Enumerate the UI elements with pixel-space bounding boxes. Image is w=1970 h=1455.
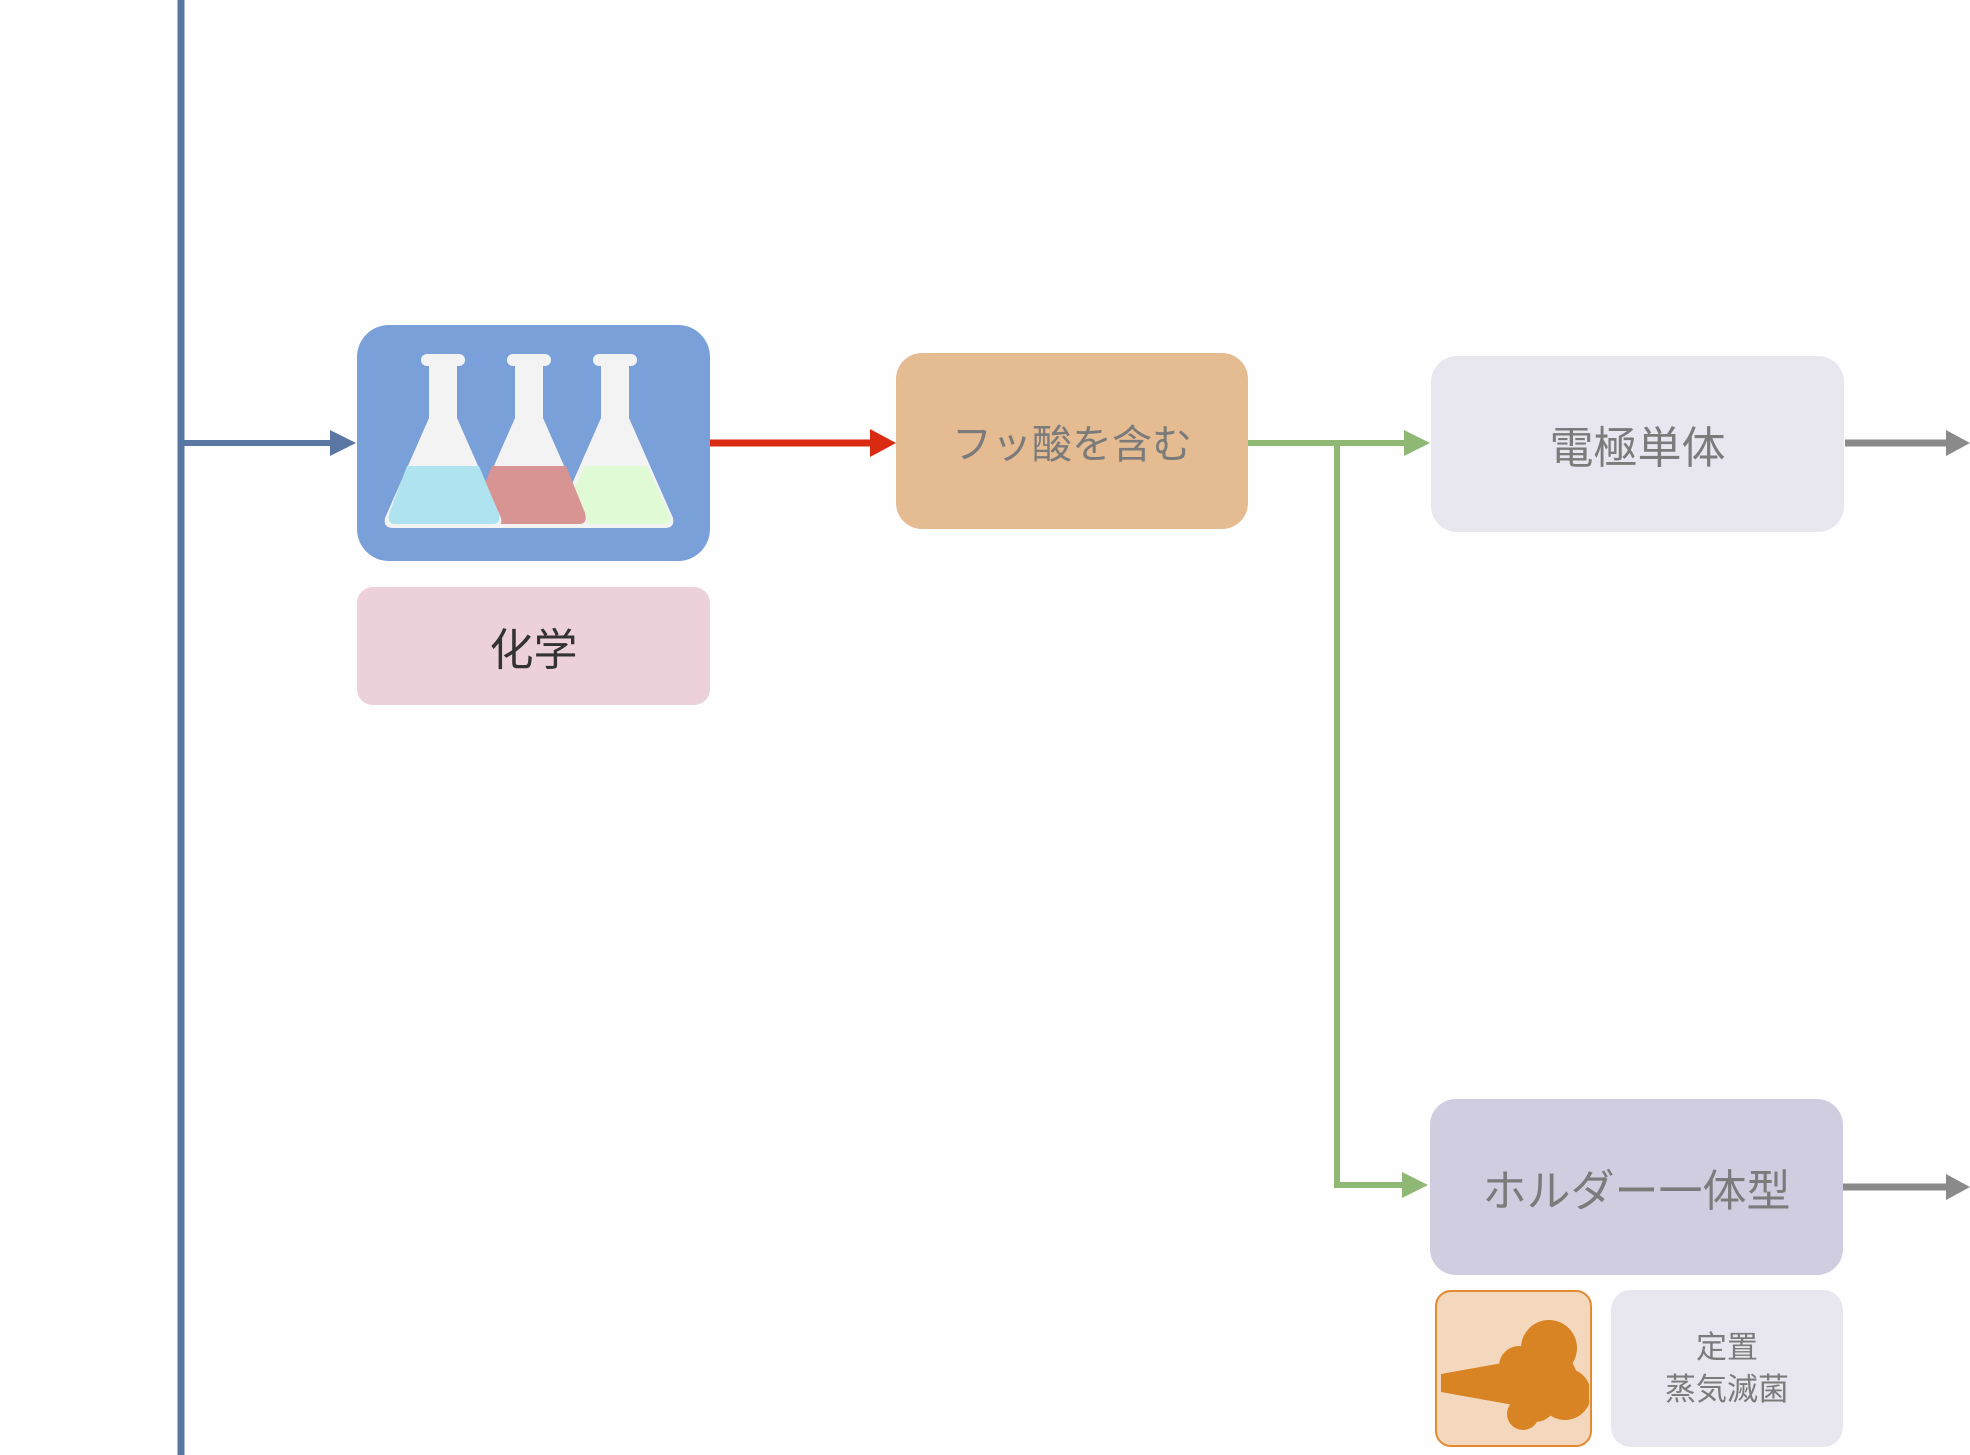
electrode-single-label: 電極単体	[1549, 423, 1726, 474]
chemistry-label-text: 化学	[489, 625, 578, 676]
chemistry-flasks-icon	[384, 354, 673, 528]
sterilization-line2: 蒸気滅菌	[1665, 1371, 1789, 1408]
steam-icon-tile	[1435, 1290, 1592, 1447]
steam-icon	[1440, 1319, 1589, 1430]
hf-acid-node[interactable]: フッ酸を含む	[896, 353, 1248, 529]
hf-to-holder-arrowhead	[1402, 1172, 1428, 1198]
chem-to-hf-arrowhead	[870, 429, 896, 457]
hf-to-electrode-arrowhead	[1404, 430, 1430, 456]
flask-blue	[384, 354, 501, 528]
chemistry-label: 化学	[357, 587, 710, 705]
chemistry-node[interactable]	[357, 325, 710, 561]
holder-outgoing-arrowhead	[1946, 1174, 1970, 1200]
electrode-single-node[interactable]: 電極単体	[1431, 356, 1844, 532]
hf-acid-label: フッ酸を含む	[952, 422, 1192, 468]
electrode-outgoing-arrowhead	[1946, 430, 1970, 456]
flask-red	[470, 354, 587, 528]
sterilization-line1: 定置	[1696, 1329, 1758, 1366]
holder-integrated-label: ホルダー一体型	[1482, 1166, 1791, 1217]
flask-green	[556, 354, 673, 528]
holder-integrated-node[interactable]: ホルダー一体型	[1430, 1099, 1843, 1275]
sterilization-label: 定置 蒸気滅菌	[1611, 1290, 1843, 1447]
hf-to-holder-connector	[1334, 443, 1404, 1188]
trunk-to-chem-arrowhead	[330, 430, 356, 456]
